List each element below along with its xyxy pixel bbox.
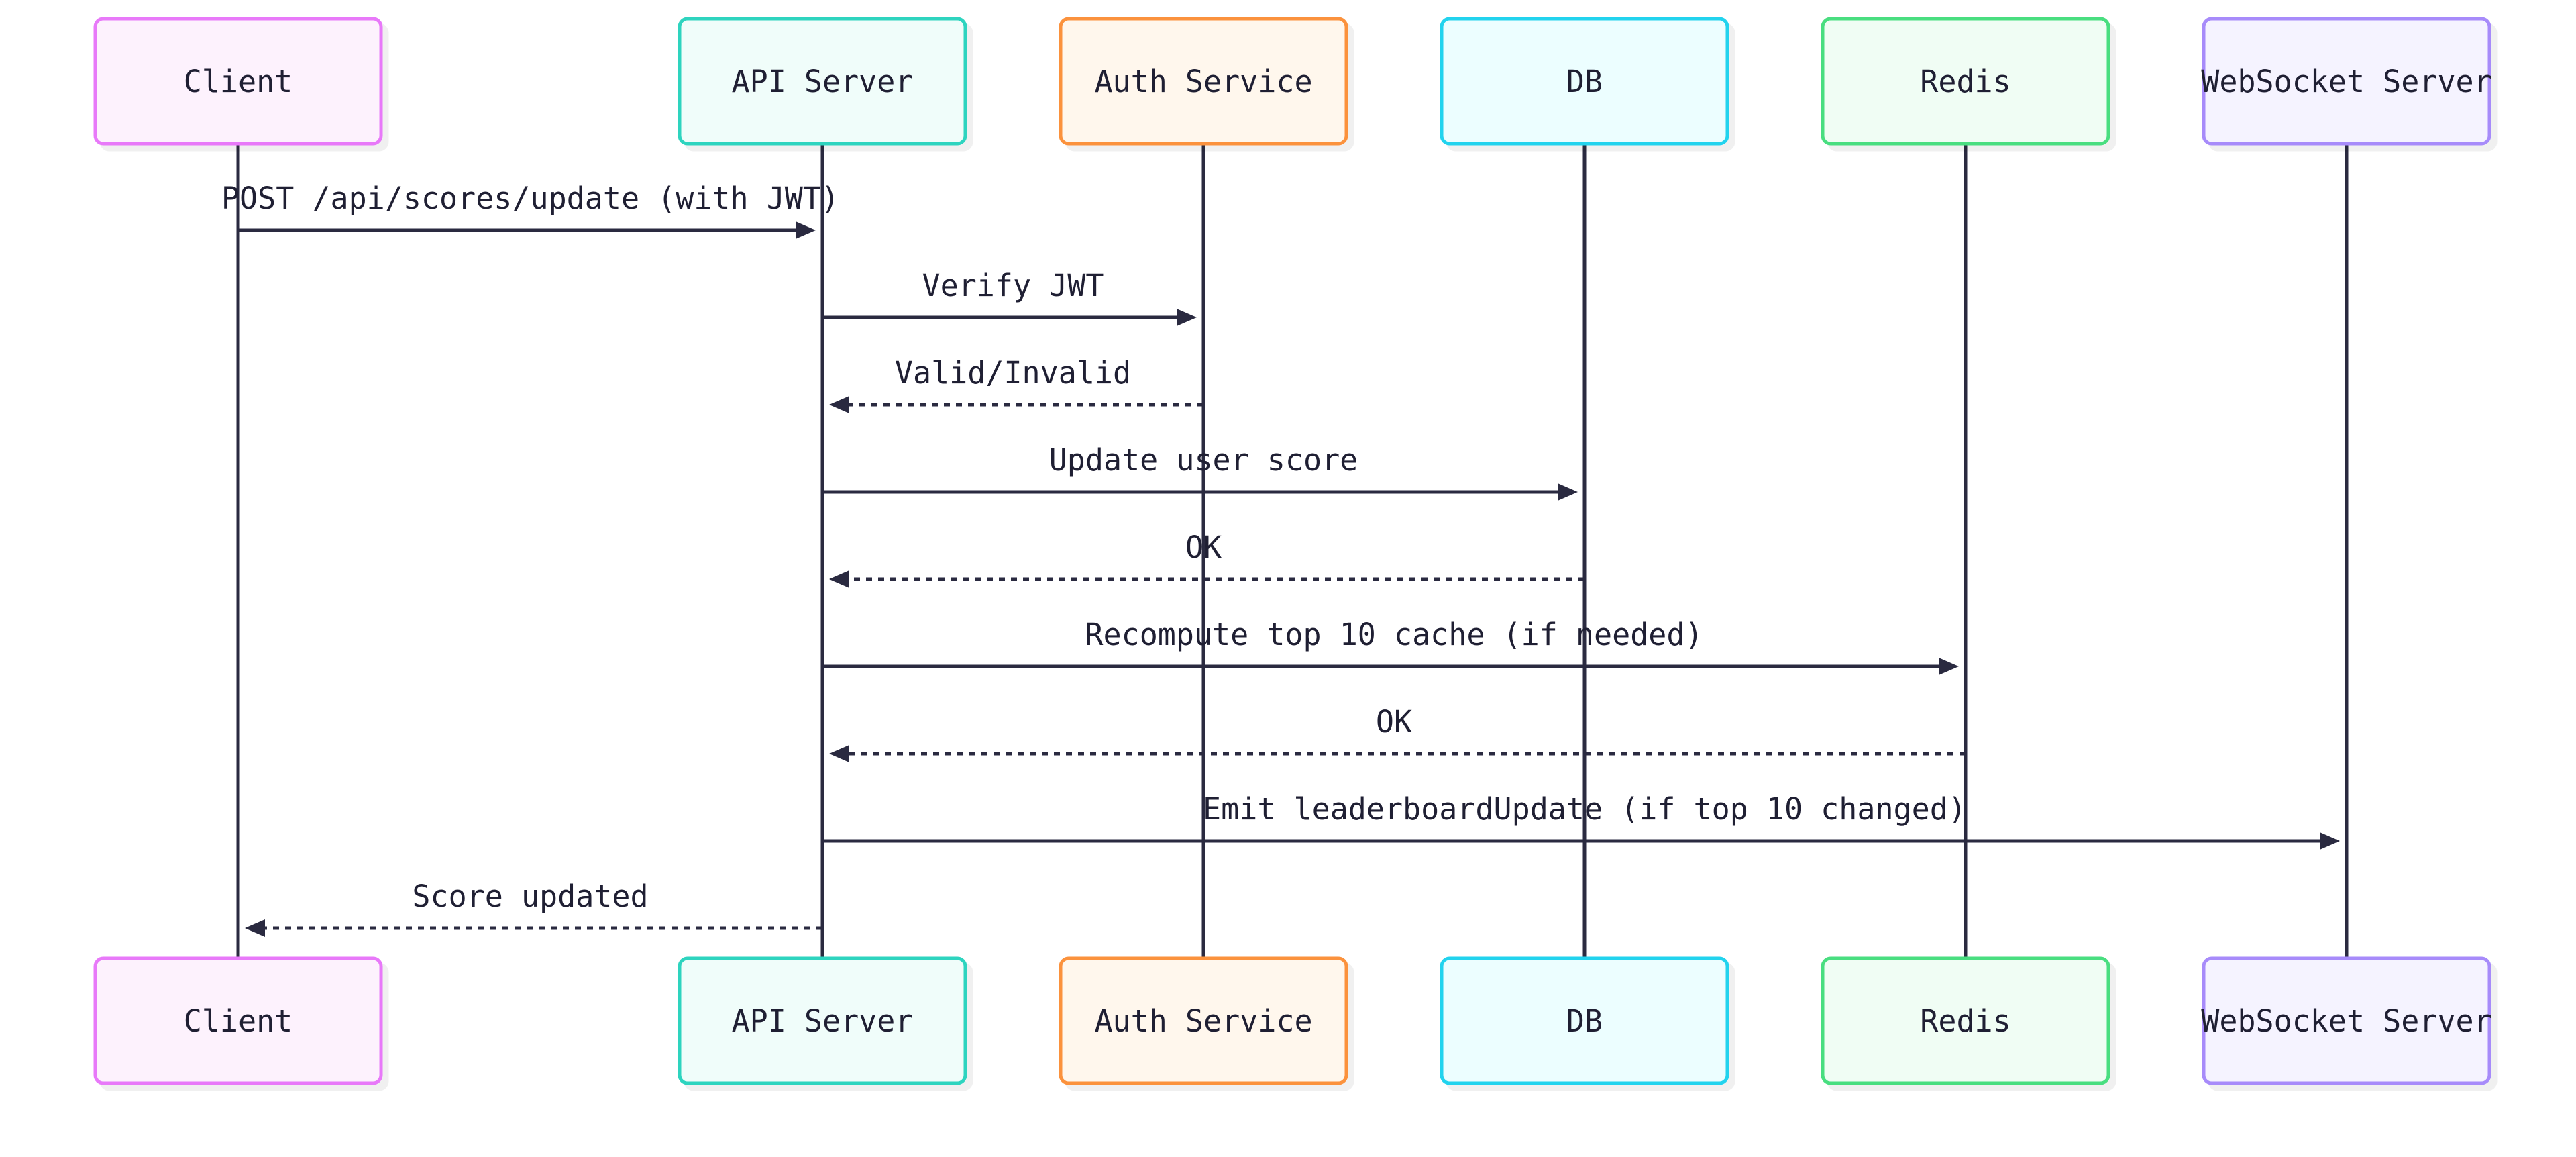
message-label: Verify JWT (922, 268, 1104, 303)
participant-client-top: Client (93, 17, 383, 146)
participant-ws-bottom: WebSocket Server (2201, 956, 2492, 1085)
arrowhead (796, 221, 816, 239)
participant-box (1821, 17, 2110, 146)
message-label: Recompute top 10 cache (if needed) (1085, 617, 1703, 652)
arrowhead (1177, 309, 1197, 326)
participant-redis-bottom: Redis (1821, 956, 2110, 1085)
participant-label: Redis (1920, 64, 2010, 99)
participant-box (1821, 956, 2110, 1085)
participant-api-top: API Server (678, 17, 967, 146)
participant-label: Redis (1920, 1003, 2010, 1039)
participant-label: Client (184, 64, 293, 99)
lifelines (236, 144, 2349, 958)
arrowhead (829, 396, 849, 413)
participant-box (2202, 17, 2491, 146)
participant-box (1059, 17, 1348, 146)
participant-box (678, 17, 967, 146)
participant-box (1440, 17, 1729, 146)
participant-box (1059, 956, 1348, 1085)
participant-label: WebSocket Server (2201, 1003, 2491, 1039)
message-4: Update user score (822, 442, 1578, 501)
participant-box (2202, 956, 2491, 1085)
participant-label: WebSocket Server (2201, 64, 2491, 99)
message-label: Update user score (1049, 442, 1358, 478)
participant-label: API Server (732, 1003, 914, 1039)
message-2: Verify JWT (822, 268, 1197, 326)
participant-client-bottom: Client (93, 956, 383, 1085)
message-9: Score updated (245, 878, 822, 937)
arrowhead (245, 919, 265, 937)
participant-ws-top: WebSocket Server (2201, 17, 2492, 146)
participant-redis-top: Redis (1821, 17, 2110, 146)
message-label: Emit leaderboardUpdate (if top 10 change… (1203, 791, 1966, 827)
participant-label: API Server (732, 64, 914, 99)
participant-auth-bottom: Auth Service (1059, 956, 1348, 1085)
participant-box (93, 17, 383, 146)
message-6: Recompute top 10 cache (if needed) (822, 617, 1959, 675)
participant-label: Client (184, 1003, 293, 1039)
participant-label: Auth Service (1094, 1003, 1312, 1039)
participant-box (678, 956, 967, 1085)
message-7: OK (829, 704, 1966, 762)
message-label: Score updated (412, 878, 648, 914)
participant-db-top: DB (1440, 17, 1729, 146)
messages: POST /api/scores/update (with JWT) Verify… (221, 181, 2340, 937)
arrowhead (829, 745, 849, 762)
arrowhead (1939, 658, 1959, 675)
message-label: Valid/Invalid (895, 355, 1131, 391)
message-5: OK (829, 530, 1585, 588)
message-1: POST /api/scores/update (with JWT) (221, 181, 839, 239)
participant-label: DB (1566, 1003, 1603, 1039)
participant-api-bottom: API Server (678, 956, 967, 1085)
arrowhead (1558, 483, 1578, 501)
message-3: Valid/Invalid (829, 355, 1203, 413)
participant-label: Auth Service (1094, 64, 1312, 99)
message-label: POST /api/scores/update (with JWT) (221, 181, 839, 216)
participant-db-bottom: DB (1440, 956, 1729, 1085)
participant-box (1440, 956, 1729, 1085)
participant-box (93, 956, 383, 1085)
message-8: Emit leaderboardUpdate (if top 10 change… (822, 791, 2340, 850)
message-label: OK (1376, 704, 1412, 740)
message-label: OK (1185, 530, 1222, 565)
arrowhead (2320, 832, 2340, 850)
participant-label: DB (1566, 64, 1603, 99)
participant-auth-top: Auth Service (1059, 17, 1348, 146)
arrowhead (829, 570, 849, 588)
